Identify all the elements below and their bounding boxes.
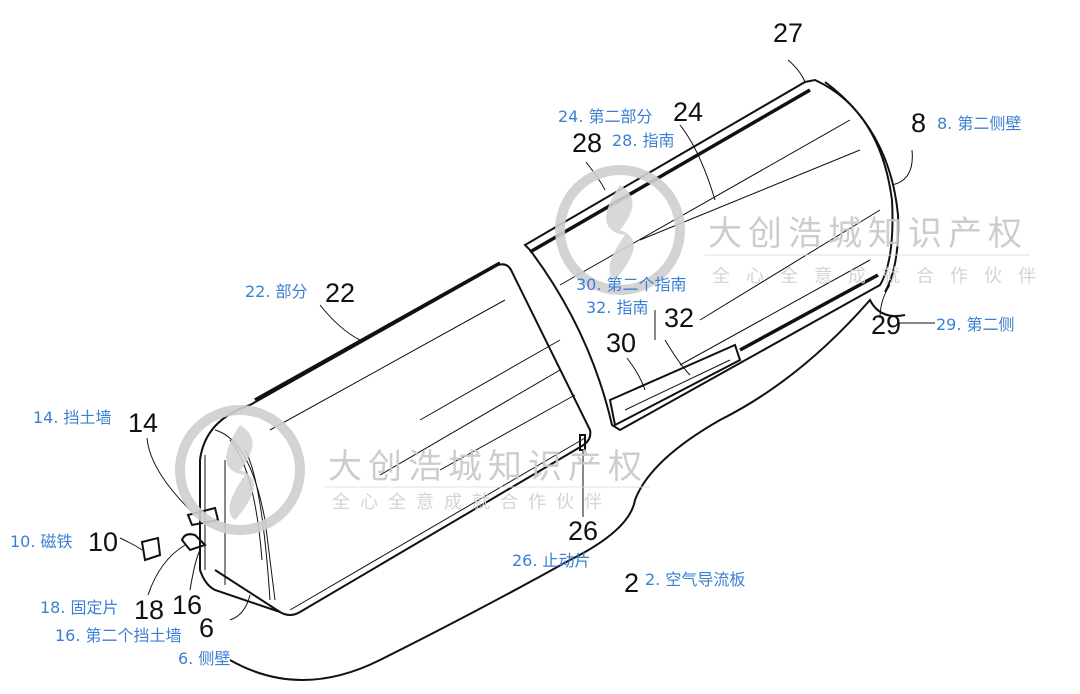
numeral-26: 26 xyxy=(568,516,598,546)
label-8: 8. 第二侧壁 xyxy=(937,114,1021,133)
label-6: 6. 侧壁 xyxy=(178,649,230,668)
numeral-10: 10 xyxy=(88,527,118,557)
numeral-8: 8 xyxy=(911,108,926,138)
magnet-10 xyxy=(140,536,162,562)
leader-lines xyxy=(119,59,935,621)
numeral-24: 24 xyxy=(673,97,703,127)
numeral-16: 16 xyxy=(172,590,202,620)
numeral-28: 28 xyxy=(572,128,602,158)
label-28: 28. 指南 xyxy=(612,131,675,150)
watermark: 大创浩城知识产权 全心全意成就合作伙伴 大创浩城知识产权 全心全意成就合作伙伴 xyxy=(175,165,1052,535)
label-22: 22. 部分 xyxy=(245,282,308,301)
label-16: 16. 第二个挡土墙 xyxy=(55,626,182,645)
watermark-logo-icon xyxy=(555,165,685,295)
label-30: 30. 第二个指南 xyxy=(576,275,687,294)
watermark-logo-icon xyxy=(175,405,305,535)
label-32: 32. 指南 xyxy=(586,298,649,317)
watermark-title: 大创浩城知识产权 xyxy=(708,214,1028,254)
watermark-slogan: 全心全意成就合作伙伴 xyxy=(712,266,1052,287)
fixing-piece-18 xyxy=(180,533,207,552)
label-26: 26. 止动片 xyxy=(512,551,591,570)
break-line xyxy=(229,298,906,681)
label-10: 10. 磁铁 xyxy=(10,532,73,551)
label-2: 2. 空气导流板 xyxy=(645,570,745,589)
label-24: 24. 第二部分 xyxy=(558,107,653,126)
label-29: 29. 第二侧 xyxy=(936,315,1015,334)
portion-24 xyxy=(523,78,900,451)
numeral-29: 29 xyxy=(871,310,901,340)
reference-numerals: 27 24 28 8 22 30 32 29 14 26 10 2 18 16 … xyxy=(88,18,926,643)
watermark-title: 大创浩城知识产权 xyxy=(328,447,648,487)
numeral-14: 14 xyxy=(128,408,158,438)
numeral-6: 6 xyxy=(199,613,214,643)
label-14: 14. 挡土墙 xyxy=(33,408,112,427)
numeral-32: 32 xyxy=(664,303,694,333)
label-18: 18. 固定片 xyxy=(40,598,119,617)
watermark-slogan: 全心全意成就合作伙伴 xyxy=(332,492,612,513)
numeral-18: 18 xyxy=(134,595,164,625)
translated-labels: 24. 第二部分 28. 指南 8. 第二侧壁 22. 部分 30. 第二个指南… xyxy=(10,107,1021,668)
retaining-wall-14 xyxy=(186,506,220,527)
numeral-2: 2 xyxy=(624,568,639,598)
numeral-27: 27 xyxy=(773,18,803,48)
numeral-30: 30 xyxy=(606,328,636,358)
numeral-22: 22 xyxy=(325,278,355,308)
